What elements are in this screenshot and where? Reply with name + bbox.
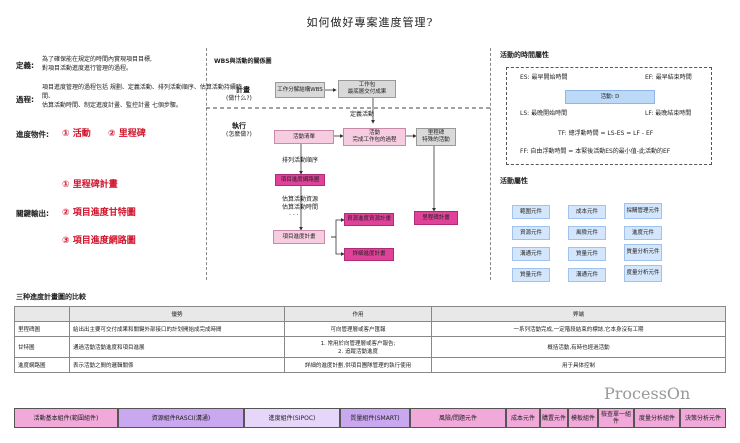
attr-quality-analysis: 質量分析元件 [624, 244, 662, 261]
work-package-box: 工作包 最底層交付成果 [338, 80, 396, 98]
lf-label: LF: 最晚結束時間 [645, 110, 692, 117]
activity-attr-title: 活動屬性 [500, 177, 528, 185]
table-header-cell [14, 306, 70, 322]
attr-risk: 風險元件 [568, 226, 606, 240]
attr-resource: 資源元件 [512, 226, 550, 240]
ef-label: EF: 最早結束時間 [645, 74, 692, 81]
resource-plan-box: 資源進度資源計畫 [344, 213, 394, 226]
activity-box: 活動 完成工作包的過程 [343, 128, 406, 146]
divider-right [490, 48, 491, 280]
table-cell: 一系列活動完成,一定階段結束的標誌,它本身沒有工期 [431, 321, 726, 337]
define-activity-label: 定義活動 [350, 111, 375, 118]
attr-scope: 範圍元件 [512, 205, 550, 219]
definition-label: 定義: [16, 61, 34, 70]
table-cell: 通過活動活動進度和項目進展 [69, 336, 285, 358]
activity-list-box: 活動清單 [274, 130, 334, 144]
bar-template: 模板組件 [568, 408, 598, 428]
exec-sub: (怎麼做?) [226, 131, 252, 138]
bar-cost: 成本元件 [506, 408, 540, 428]
schedule-plan-box: 項目進度計畫 [273, 230, 325, 244]
detail-plan-box: 詳細進度計畫 [344, 248, 394, 261]
ls-label: LS: 最晚開始時間 [520, 110, 568, 117]
table-cell: 詳細的進度計劃,供項目團隊管理的執行使用 [284, 357, 432, 373]
output-network: ③ 項目進度網路圖 [62, 236, 136, 246]
tf-formula: TF: 總浮動時間 = LS-ES = LF - EF [558, 130, 654, 137]
table-cell: 進度網路圖 [14, 357, 70, 373]
wbs-title: WBS與活動的關係圖 [214, 58, 272, 65]
definition-text-2: 對項目活動進度進行管理的過程。 [42, 65, 133, 72]
attr-procurement: 採購管理元件 [624, 203, 662, 219]
bar-metric-analysis: 度量分析組件 [634, 408, 680, 428]
table-header-cell: 優勢 [69, 306, 285, 322]
wbs-box: 工作分解結構WBS [275, 82, 325, 98]
table-header-cell: 作用 [284, 306, 432, 322]
ellipsis: · · · [289, 212, 299, 219]
key-outputs-label: 關鍵輸出: [16, 209, 49, 218]
schedule-item-activity: ① 活動 [62, 129, 91, 139]
output-milestone-plan: ① 里程碑計畫 [62, 180, 118, 190]
table-cell: 表示活動之間的邏輯關係 [69, 357, 285, 373]
activity-duration-box: 活動: D [565, 90, 655, 104]
table-row: 甘特圖 通過活動活動進度和項目進展 1. 常用於向管理層或客户報告; 2. 追蹤… [14, 336, 726, 358]
attr-quality-2: 質量元件 [512, 268, 550, 282]
table-row: 進度網路圖 表示活動之間的邏輯關係 詳細的進度計劃,供項目團隊管理的執行使用 用… [14, 357, 726, 373]
time-attr-title: 活動的時間屬性 [500, 51, 549, 59]
bar-quality-smart: 質量組件(SMART) [340, 408, 410, 428]
attr-quality: 質量元件 [568, 247, 606, 261]
plan-sub: (做什么?) [226, 95, 252, 102]
ff-formula: FF: 自由浮動時間 = 本緊後活動ES的最小值-此活動的EF [520, 148, 671, 155]
compare-title: 三种進度計畫圖的比較 [16, 293, 86, 301]
es-label: ES: 最早開始時間 [520, 74, 568, 81]
estimate-duration-label: 估算活動時間 [282, 204, 319, 211]
exec-label: 執行 [232, 122, 246, 130]
milestone-plan-box: 里程碑計畫 [414, 211, 458, 225]
table-cell: 甘特圖 [14, 336, 70, 358]
schedule-item-milestone: ② 里程碑 [108, 129, 146, 139]
attr-metric-analysis: 度量分析元件 [624, 265, 662, 282]
bar-resource-rasci: 資源組件RASCI(溝通) [118, 408, 244, 428]
compare-table: 優勢 作用 弊端 里程碑圖 給出出主要可交付成果和關鍵外部接口的計划開始成完成時… [14, 306, 726, 373]
process-text-3: 估算活動時間、制定進度計畫、監控計畫 七個步驟。 [42, 102, 182, 109]
process-label: 過程: [16, 95, 34, 104]
table-cell: 給出出主要可交付成果和關鍵外部接口的計划開始成完成時間 [69, 321, 285, 337]
table-cell: 用于具体控制 [431, 357, 726, 373]
table-header-row: 優勢 作用 弊端 [14, 306, 726, 322]
wbs-connectors [206, 88, 490, 256]
time-attr-frame [506, 67, 712, 165]
plan-label: 計畫 [236, 86, 250, 94]
sequence-label: 排列活動順序 [282, 157, 319, 164]
process-text-2: 間、 [42, 93, 55, 100]
table-cell: 可向管理層或客户匯報 [284, 321, 432, 337]
definition-text-1: 為了確保能在規定的時間內實現項目目標, [42, 56, 152, 63]
table-cell: 里程碑圖 [14, 321, 70, 337]
bar-schedule-sipoc: 進度組件(SIPOC) [244, 408, 340, 428]
attr-communication: 溝通元件 [512, 247, 550, 261]
network-box: 項目進度網路圖 [275, 174, 325, 186]
bar-procurement: 購置元件 [540, 408, 568, 428]
page-title: 如何做好專案進度管理? [306, 16, 434, 29]
bar-activity-basic: 活動基本組件(範圍組件) [14, 408, 118, 428]
milestone-box: 里程碑 特殊的活動 [416, 128, 456, 146]
schedule-items-label: 進度物件: [16, 130, 49, 139]
bar-checklist: 檢查單一組件 [598, 408, 634, 428]
attr-schedule: 進度元件 [624, 226, 662, 240]
table-cell: 1. 常用於向管理層或客户報告; 2. 追蹤活動進度 [284, 336, 432, 358]
output-gantt: ② 項目進度甘特圖 [62, 208, 136, 218]
attr-cost: 成本元件 [568, 205, 606, 219]
attr-communication-2: 溝通元件 [568, 268, 606, 282]
bar-risk-issue: 風險/問題元件 [410, 408, 506, 428]
bar-decision-analysis: 決策分析元件 [680, 408, 726, 428]
estimate-resources-label: 估算活動資源 [282, 196, 319, 203]
process-text-1: 項目進度管理的過程包括 規劃、定義活動、排列活動順序、估算活動持續時 [42, 84, 242, 91]
watermark-logo: ProcessOn [604, 384, 691, 403]
table-row: 里程碑圖 給出出主要可交付成果和關鍵外部接口的計划開始成完成時間 可向管理層或客… [14, 321, 726, 337]
table-cell: 概括活動,有時也經過活動 [431, 336, 726, 358]
divider-left [206, 48, 207, 280]
table-header-cell: 弊端 [431, 306, 726, 322]
